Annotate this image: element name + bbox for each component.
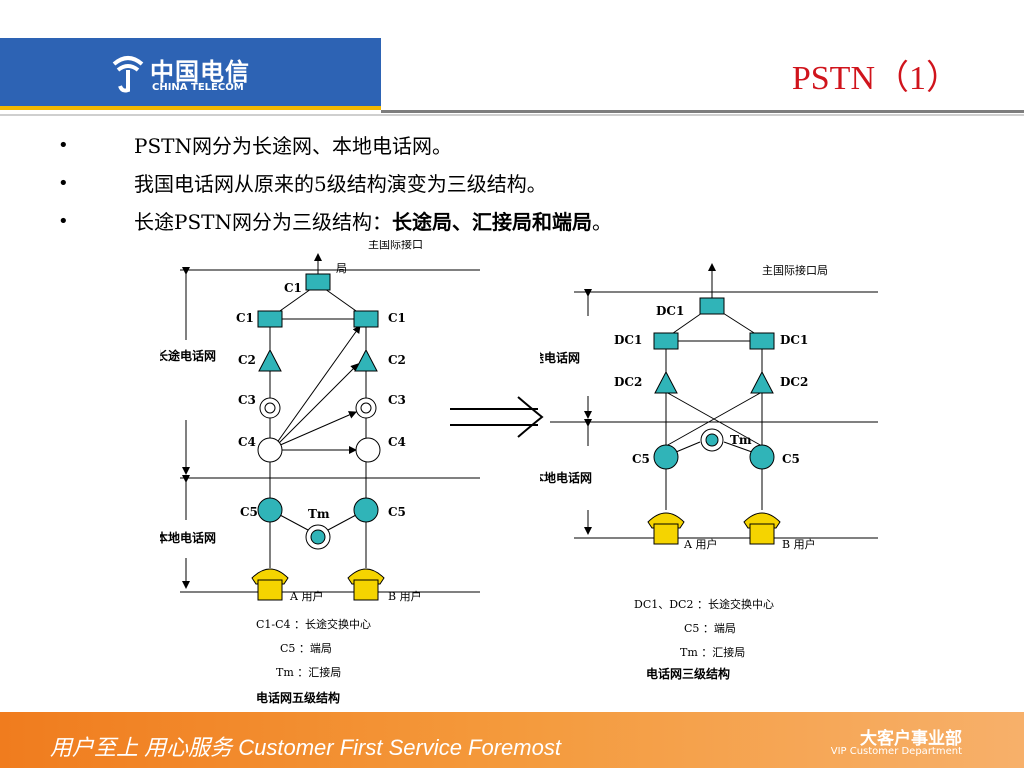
- left-phone-b-icon: [347, 568, 385, 601]
- bullet-text: 长途PSTN网分为三级结构：长途局、汇接局和端局。: [134, 210, 612, 234]
- telecom-logo-icon: [112, 56, 144, 93]
- right-dc1-top-label: DC1: [656, 304, 684, 318]
- left-c1-left-node: [257, 310, 283, 328]
- right-caption: 电话网三级结构: [646, 666, 730, 681]
- left-c3-right-label: C3: [388, 393, 406, 407]
- right-user-a-label: A 用户: [683, 537, 717, 551]
- left-legend-1: C1-C4 ：长途交换中心: [256, 617, 371, 631]
- left-c5-left-node: [257, 497, 283, 523]
- left-c1-top-node: [305, 273, 331, 291]
- footer-band: 用户至上 用心服务 Customer First Service Foremos…: [0, 712, 1024, 768]
- left-legend-3: Tm ：汇接局: [276, 666, 341, 679]
- left-caption: 电话网五级结构: [256, 690, 340, 705]
- three-level-diagram: 长途电话网 本地电话网 主国际接口局 DC1 DC1 DC1 DC2 DC2 T…: [540, 263, 878, 681]
- footer-slogan: 用户至上 用心服务 Customer First Service Foremos…: [50, 735, 561, 760]
- left-long-distance-label: 长途电话网: [160, 348, 216, 363]
- right-legend-3: Tm ：汇接局: [680, 646, 745, 659]
- right-tm-label: Tm: [730, 433, 752, 447]
- right-dc1-right-node: [749, 332, 775, 350]
- bullet-text: PSTN网分为长途网、本地电话网。: [134, 134, 452, 158]
- right-dc2-right-label: DC2: [780, 375, 808, 389]
- left-c4-right-label: C4: [388, 435, 406, 449]
- right-phone-a-icon: [647, 512, 685, 545]
- left-top-label-1: 主国际接口: [368, 240, 423, 251]
- bullet-dot: •: [58, 135, 69, 156]
- left-c2-right-node: [354, 348, 378, 372]
- left-c5-right-node: [353, 497, 379, 523]
- left-c4-left-label: C4: [238, 435, 256, 449]
- left-user-a-label: A 用户: [289, 589, 323, 603]
- left-c3-left-label: C3: [238, 393, 256, 407]
- footer-department-en: VIP Customer Department: [830, 746, 962, 757]
- transform-arrow-icon: [450, 396, 544, 438]
- right-dc2-left-label: DC2: [614, 375, 642, 389]
- china-telecom-logo: 中国电信 CHINA TELECOM: [108, 50, 288, 98]
- right-c5-left-label: C5: [632, 452, 650, 466]
- left-legend-2: C5 ：端局: [280, 642, 332, 655]
- five-level-diagram: 长途电话网 本地电话网 主国际接口 局 C1 C1 C1 C2 C2 C3 C3…: [160, 240, 480, 705]
- left-c4-right-node: [355, 437, 381, 463]
- right-dc2-left-node: [654, 370, 678, 394]
- right-c5-left-node: [653, 444, 679, 470]
- right-legend-2: C5 ：端局: [684, 622, 736, 635]
- right-dc1-right-label: DC1: [780, 333, 808, 347]
- right-top-label: 主国际接口局: [762, 264, 828, 277]
- footer-department: 大客户事业部: [860, 729, 962, 749]
- right-dc1-left-node: [653, 332, 679, 350]
- left-local-label: 本地电话网: [160, 530, 216, 545]
- bullet-dot: •: [58, 173, 69, 194]
- left-c2-left-node: [258, 348, 282, 372]
- left-c4-left-node: [257, 437, 283, 463]
- left-user-b-label: B 用户: [388, 589, 422, 603]
- right-dc1-left-label: DC1: [614, 333, 642, 347]
- right-dc2-right-node: [750, 370, 774, 394]
- left-c1-top-label: C1: [284, 281, 302, 295]
- left-phone-a-icon: [251, 568, 289, 601]
- header-band: [0, 38, 381, 110]
- left-c2-left-label: C2: [238, 353, 256, 367]
- left-c1-right-node: [353, 310, 379, 328]
- slide-title: PSTN（1）: [791, 60, 960, 97]
- right-legend-1: DC1、DC2 ：长途交换中心: [634, 597, 774, 611]
- right-long-distance-label: 长途电话网: [540, 350, 580, 365]
- left-c2-right-label: C2: [388, 353, 406, 367]
- right-phone-b-icon: [743, 512, 781, 545]
- header-rule: [381, 110, 1024, 113]
- left-tm-label: Tm: [308, 507, 330, 521]
- bullet-text: 我国电话网从原来的5级结构演变为三级结构。: [134, 172, 547, 196]
- right-dc1-top-node: [699, 297, 725, 315]
- right-c5-right-node: [749, 444, 775, 470]
- bullet-dot: •: [58, 211, 69, 232]
- logo-chinese: 中国电信: [150, 58, 250, 86]
- right-c5-right-label: C5: [782, 452, 800, 466]
- left-top-label-2: 局: [336, 262, 347, 275]
- right-local-label: 本地电话网: [540, 470, 592, 485]
- left-c1-left-label: C1: [236, 311, 254, 325]
- left-c5-left-label: C5: [240, 505, 258, 519]
- logo-english: CHINA TELECOM: [152, 82, 244, 93]
- right-user-b-label: B 用户: [782, 537, 816, 551]
- header-rule-light: [0, 114, 1024, 116]
- left-c1-right-label: C1: [388, 311, 406, 325]
- left-c5-right-label: C5: [388, 505, 406, 519]
